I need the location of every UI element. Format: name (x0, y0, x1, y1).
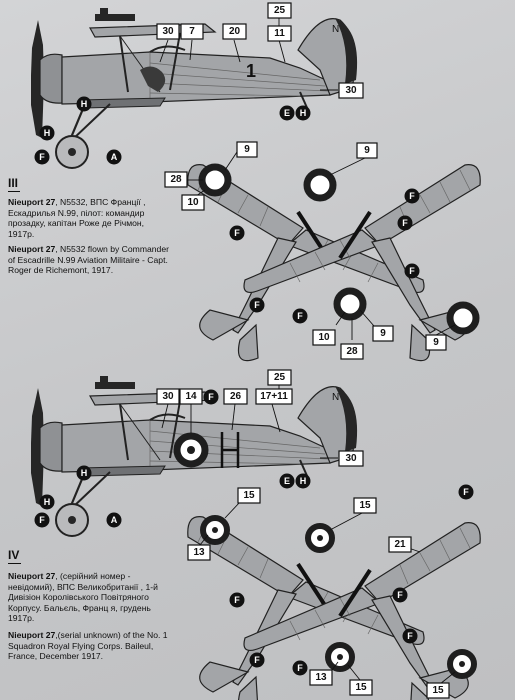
decal-number: 28 (346, 346, 358, 357)
decal-number: 9 (433, 337, 439, 348)
callout-h: H (300, 476, 307, 486)
decal-number: 30 (345, 85, 357, 96)
rudder-letter-iv: N (332, 392, 339, 403)
callout-f: F (463, 487, 469, 497)
decal-number: 10 (318, 332, 330, 343)
caption-en-iii: Nieuport 27, N5532 flown by Commander of… (8, 244, 170, 276)
decal-number: 25 (274, 5, 286, 16)
model-name: Nieuport 27 (8, 630, 56, 640)
decal-number: 26 (230, 391, 242, 402)
callout-f: F (39, 152, 45, 162)
decal-number: 7 (189, 26, 195, 37)
model-name: Nieuport 27 (8, 244, 56, 254)
model-name: Nieuport 27 (8, 571, 56, 581)
callout-f: F (234, 595, 240, 605)
decal-number: 15 (243, 490, 255, 501)
caption-text: , N5532 flown by Commander of Escadrille… (8, 244, 169, 276)
callout-a: A (111, 152, 118, 162)
decal-label-group-iii-side: 25 30 7 20 11 30 (156, 2, 364, 99)
callout-f: F (402, 218, 408, 228)
callout-f: F (254, 300, 260, 310)
decal-number: 9 (364, 145, 370, 156)
decal-number: 15 (432, 685, 444, 696)
callout-h: H (81, 468, 88, 478)
caption-ua-iv: Nieuport 27, (серійний номер - невідомий… (8, 571, 168, 624)
callout-f: F (297, 663, 303, 673)
callout-h: H (44, 497, 51, 507)
decal-number: 13 (315, 672, 327, 683)
decal-number: 15 (359, 500, 371, 511)
decal-label-group-iii-plan: 9 28 10 10 28 9 9 9 (164, 141, 456, 360)
decal-number: 17+11 (260, 391, 288, 402)
decal-number: 14 (185, 391, 197, 402)
decal-label-group-iv-plan: 15 13 15 21 13 15 15 (187, 487, 456, 699)
callout-h: H (44, 128, 51, 138)
decal-number: 30 (345, 453, 357, 464)
callout-e: E (284, 108, 290, 118)
caption-text: ,(serial unknown) of the No. 1 Squadron … (8, 630, 168, 662)
side-fuselage-mark: 1 (246, 61, 256, 81)
caption-en-iv: Nieuport 27,(serial unknown) of the No. … (8, 630, 168, 662)
section-numeral-iv: IV (8, 548, 22, 564)
callout-f: F (397, 590, 403, 600)
decal-number: 30 (162, 26, 174, 37)
caption-text: , N5532, ВПС Франції , Ескадрилья N.99, … (8, 197, 146, 239)
decal-number: 9 (380, 328, 386, 339)
callout-h: H (81, 99, 88, 109)
model-name: Nieuport 27 (8, 197, 56, 207)
decal-number: 9 (244, 144, 250, 155)
decal-number: 10 (187, 197, 199, 208)
callout-f: F (254, 655, 260, 665)
decal-number: 28 (170, 174, 182, 185)
callout-f: F (208, 392, 214, 402)
decal-label-group-iv-side: 25 30 14 26 17+11 30 (156, 369, 364, 467)
callout-group: H H F A E H F F F F F F F H H F A E H F … (34, 96, 474, 676)
callout-f: F (39, 515, 45, 525)
rudder-letter: N (332, 24, 339, 35)
callout-f: F (234, 228, 240, 238)
callout-f: F (409, 191, 415, 201)
callout-e: E (284, 476, 290, 486)
callout-h: H (300, 108, 307, 118)
callout-a: A (111, 515, 118, 525)
decal-number: 30 (162, 391, 174, 402)
caption-ua-iii: Nieuport 27, N5532, ВПС Франції , Ескадр… (8, 197, 170, 239)
decal-number: 20 (229, 26, 241, 37)
decal-number: 13 (193, 547, 205, 558)
decal-number: 25 (274, 372, 286, 383)
callout-f: F (297, 311, 303, 321)
section-numeral-iii: III (8, 176, 21, 192)
callout-f: F (407, 631, 413, 641)
decal-number: 11 (274, 28, 285, 39)
decal-number: 21 (394, 539, 406, 550)
callout-f: F (409, 266, 415, 276)
decal-number: 15 (355, 682, 367, 693)
caption-text: , (серійний номер - невідомий), ВПС Вели… (8, 571, 158, 624)
